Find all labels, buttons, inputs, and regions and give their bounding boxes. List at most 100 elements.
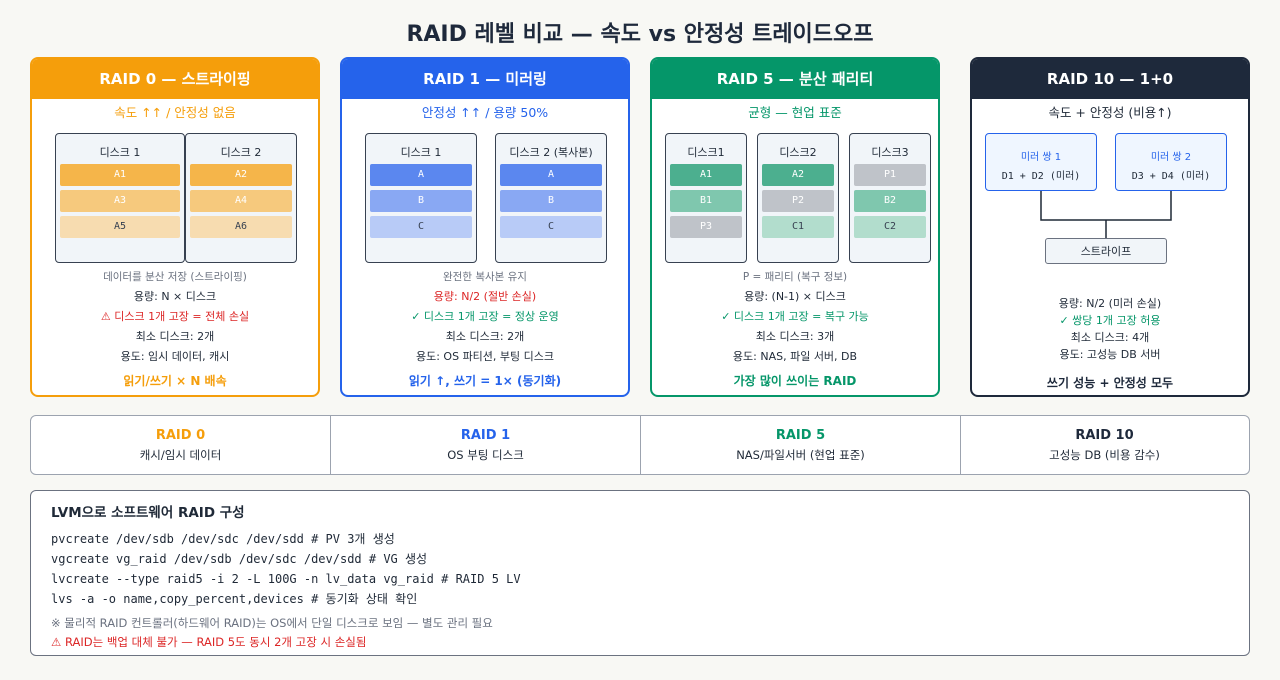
raid1-caption: 완전한 복사본 유지 <box>443 271 527 283</box>
lvm-panel: LVM으로 소프트웨어 RAID 구성 pvcreate /dev/sdb /d… <box>30 490 1250 656</box>
raid0-subtitle: 속도 ↑↑ / 안정성 없음 <box>114 105 236 120</box>
raid10-usage: 용도: 고성능 DB 서버 <box>1059 348 1161 361</box>
data-block: A2 <box>190 164 292 186</box>
raid10-card: RAID 10 — 1+0 속도 + 안정성 (비용↑) 미러 쌍 1 D1 +… <box>970 57 1250 397</box>
disk-label: 디스크 1 <box>400 146 442 159</box>
raid0-capacity: 용량: N × 디스크 <box>133 290 217 303</box>
summary-desc: NAS/파일서버 (현업 표준) <box>736 448 865 462</box>
data-block: A <box>370 164 472 186</box>
raid5-disk-2: 디스크2 A2 P2 C1 <box>757 133 839 263</box>
raid1-subtitle: 안정성 ↑↑ / 용량 50% <box>421 105 549 120</box>
data-block: C2 <box>854 216 926 238</box>
summary-table: RAID 0 캐시/임시 데이터 RAID 1 OS 부팅 디스크 RAID 5… <box>30 415 1250 475</box>
mirror-pair-detail: D1 + D2 (미러) <box>1001 171 1081 182</box>
raid5-disk-3: 디스크3 P1 B2 C2 <box>849 133 931 263</box>
raid1-fault: ✓ 디스크 1개 고장 = 정상 운영 <box>411 310 559 323</box>
raid0-card: RAID 0 — 스트라이핑 속도 ↑↑ / 안정성 없음 디스크 1 A1 A… <box>30 57 320 397</box>
raid5-info: P = 패리티 (복구 정보) 용량: (N-1) × 디스크 ✓ 디스크 1개… <box>652 267 938 391</box>
raid0-min-disks: 최소 디스크: 2개 <box>135 330 215 343</box>
raid10-min-disks: 최소 디스크: 4개 <box>1070 331 1150 344</box>
disk-label: 디스크3 <box>871 146 909 159</box>
raid1-min-disks: 최소 디스크: 2개 <box>445 330 525 343</box>
data-block: A5 <box>60 216 180 238</box>
raid5-capacity: 용량: (N-1) × 디스크 <box>744 290 846 303</box>
raid1-disk-1: 디스크 1 A B C <box>365 133 477 263</box>
summary-cell-raid1: RAID 1 OS 부팅 디스크 <box>331 416 641 474</box>
summary-name: RAID 1 <box>460 428 511 443</box>
summary-name: RAID 10 <box>1075 428 1134 443</box>
raid5-disks: 디스크1 A1 B1 P3 디스크2 A2 P2 C1 디스크3 P1 B2 C… <box>652 123 938 263</box>
raid5-caption: P = 패리티 (복구 정보) <box>742 271 848 283</box>
lvm-command: lvs -a -o name,copy_percent,devices # 동기… <box>51 592 418 606</box>
raid0-disks: 디스크 1 A1 A3 A5 디스크 2 A2 A4 A6 <box>32 123 318 263</box>
raid5-subtitle: 균형 — 현업 표준 <box>748 105 842 120</box>
raid0-header: RAID 0 — 스트라이핑 <box>32 59 318 99</box>
lvm-command: vgcreate vg_raid /dev/sdb /dev/sdc /dev/… <box>51 552 428 566</box>
lvm-note: ※ 물리적 RAID 컨트롤러(하드웨어 RAID)는 OS에서 단일 디스크로… <box>51 616 493 630</box>
lvm-command: pvcreate /dev/sdb /dev/sdc /dev/sdd # PV… <box>51 532 395 546</box>
raid1-header: RAID 1 — 미러링 <box>342 59 628 99</box>
summary-desc: 고성능 DB (비용 감수) <box>1049 448 1160 462</box>
data-block: A1 <box>670 164 742 186</box>
raid10-fault: ✓ 쌍당 1개 고장 허용 <box>1059 314 1161 327</box>
disk-label: 디스크 2 (복사본) <box>509 146 593 159</box>
disk-label: 디스크 2 <box>220 146 262 159</box>
raid10-info: 용량: N/2 (미러 손실) ✓ 쌍당 1개 고장 허용 최소 디스크: 4개… <box>972 295 1248 392</box>
raid5-card: RAID 5 — 분산 패리티 균형 — 현업 표준 디스크1 A1 B1 P3… <box>650 57 940 397</box>
lvm-command: lvcreate --type raid5 -i 2 -L 100G -n lv… <box>51 572 521 586</box>
raid0-fault: ⚠ 디스크 1개 고장 = 전체 손실 <box>100 310 250 323</box>
disk-label: 디스크 1 <box>99 146 141 159</box>
data-block: A6 <box>190 216 292 238</box>
summary-cell-raid0: RAID 0 캐시/임시 데이터 <box>31 416 331 474</box>
mirror-pair-2: 미러 쌍 2 D3 + D4 (미러) <box>1115 133 1227 191</box>
data-block: A3 <box>60 190 180 212</box>
raid10-diagram: 미러 쌍 1 D1 + D2 (미러) 미러 쌍 2 D3 + D4 (미러) … <box>972 123 1248 295</box>
raid10-subtitle: 속도 + 안정성 (비용↑) <box>1048 105 1172 120</box>
data-block: C <box>500 216 602 238</box>
page-title: RAID 레벨 비교 — 속도 vs 안정성 트레이드오프 <box>406 22 874 47</box>
mirror-pair-detail: D3 + D4 (미러) <box>1131 171 1211 182</box>
parity-block: P2 <box>762 190 834 212</box>
raid0-usage: 용도: 임시 데이터, 캐시 <box>120 350 230 363</box>
data-block: C <box>370 216 472 238</box>
mirror-pair-1: 미러 쌍 1 D1 + D2 (미러) <box>985 133 1097 191</box>
data-block: C1 <box>762 216 834 238</box>
mirror-pair-title: 미러 쌍 1 <box>1020 152 1062 163</box>
summary-desc: 캐시/임시 데이터 <box>139 448 222 462</box>
summary-cell-raid10: RAID 10 고성능 DB (비용 감수) <box>961 416 1248 474</box>
raid0-info: 데이터를 분산 저장 (스트라이핑) 용량: N × 디스크 ⚠ 디스크 1개 … <box>32 267 318 391</box>
connector-line <box>1040 191 1172 238</box>
lvm-warning: ⚠ RAID는 백업 대체 불가 — RAID 5도 동시 2개 고장 시 손실… <box>51 635 367 649</box>
raid10-header: RAID 10 — 1+0 <box>972 59 1248 99</box>
raid5-highlight: 가장 많이 쓰이는 RAID <box>733 374 857 388</box>
data-block: B <box>500 190 602 212</box>
data-block: B <box>370 190 472 212</box>
raid5-usage: 용도: NAS, 파일 서버, DB <box>732 350 858 363</box>
raid1-highlight: 읽기 ↑, 쓰기 = 1× (동기화) <box>408 374 562 388</box>
raid1-card: RAID 1 — 미러링 안정성 ↑↑ / 용량 50% 디스크 1 A B C… <box>340 57 630 397</box>
raid1-disk-2: 디스크 2 (복사본) A B C <box>495 133 607 263</box>
data-block: A4 <box>190 190 292 212</box>
raid10-highlight: 쓰기 성능 + 안정성 모두 <box>1046 376 1174 390</box>
raid5-disk-1: 디스크1 A1 B1 P3 <box>665 133 747 263</box>
data-block: A1 <box>60 164 180 186</box>
summary-desc: OS 부팅 디스크 <box>447 448 524 462</box>
disk-label: 디스크1 <box>687 146 725 159</box>
stripe-box: 스트라이프 <box>1045 238 1167 264</box>
disk-label: 디스크2 <box>779 146 817 159</box>
data-block: B1 <box>670 190 742 212</box>
parity-block: P3 <box>670 216 742 238</box>
parity-block: P1 <box>854 164 926 186</box>
data-block: B2 <box>854 190 926 212</box>
summary-name: RAID 5 <box>775 428 826 443</box>
lvm-title: LVM으로 소프트웨어 RAID 구성 <box>51 505 245 521</box>
raid5-header: RAID 5 — 분산 패리티 <box>652 59 938 99</box>
summary-name: RAID 0 <box>155 428 206 443</box>
raid0-disk-1: 디스크 1 A1 A3 A5 <box>55 133 185 263</box>
summary-cell-raid5: RAID 5 NAS/파일서버 (현업 표준) <box>641 416 961 474</box>
raid10-capacity: 용량: N/2 (미러 손실) <box>1058 297 1162 310</box>
data-block: A <box>500 164 602 186</box>
raid1-info: 완전한 복사본 유지 용량: N/2 (절반 손실) ✓ 디스크 1개 고장 =… <box>342 267 628 391</box>
data-block: A2 <box>762 164 834 186</box>
raid0-highlight: 읽기/쓰기 × N 배속 <box>123 374 227 388</box>
